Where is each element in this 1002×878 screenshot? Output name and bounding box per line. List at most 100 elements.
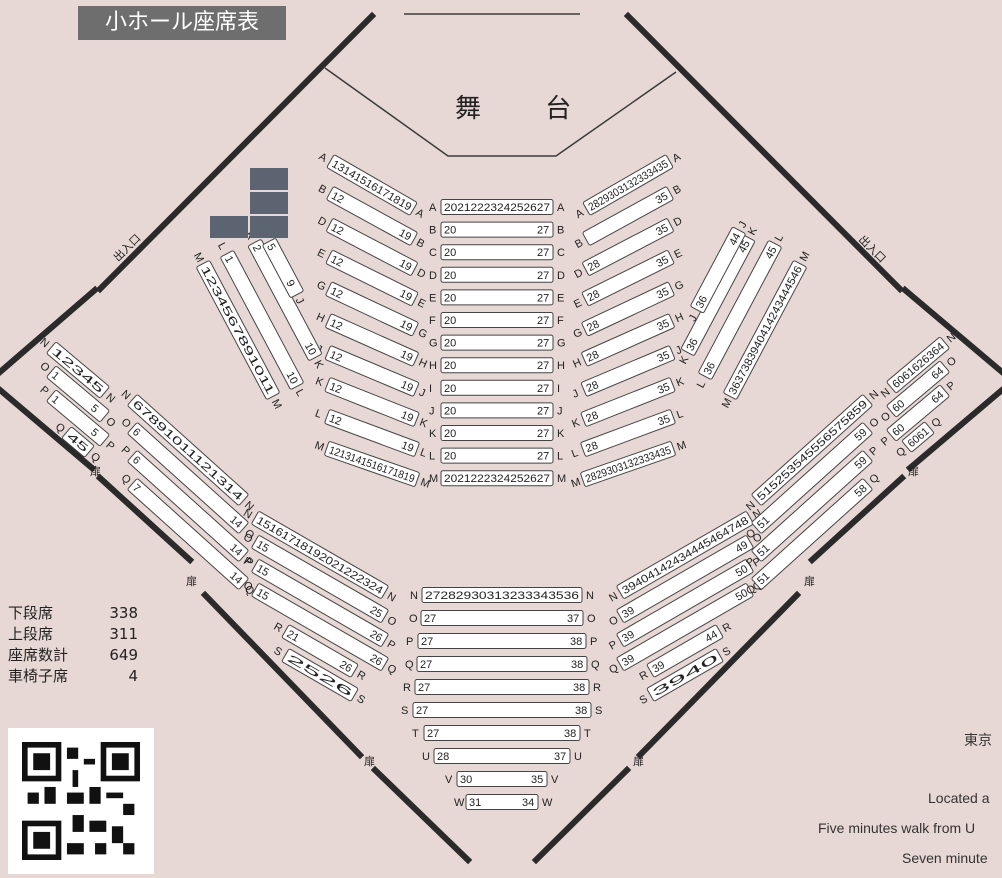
seat-row-block[interactable] bbox=[325, 313, 419, 367]
seat-row-block[interactable] bbox=[220, 250, 304, 390]
seat-row-block[interactable] bbox=[581, 281, 675, 337]
seat-row-block[interactable] bbox=[440, 379, 554, 396]
seat-row-block[interactable] bbox=[440, 470, 554, 487]
seat-row-block[interactable] bbox=[251, 559, 389, 647]
seat-row-block[interactable] bbox=[751, 394, 873, 506]
seat-row-block[interactable] bbox=[580, 377, 676, 427]
seat-row-block[interactable] bbox=[127, 450, 249, 562]
seat-row-block[interactable] bbox=[46, 390, 110, 446]
seat-row-block[interactable] bbox=[127, 478, 249, 590]
seat-row-block[interactable] bbox=[751, 422, 873, 534]
seat-row-block[interactable] bbox=[412, 702, 592, 718]
seat-row-block[interactable] bbox=[440, 402, 554, 419]
seat-row-block[interactable] bbox=[580, 441, 676, 487]
seat-row-block[interactable] bbox=[262, 238, 304, 298]
seat-row-block[interactable] bbox=[646, 624, 724, 678]
seat-row-block[interactable] bbox=[420, 610, 584, 626]
seat-row-block[interactable] bbox=[326, 186, 418, 246]
seat-row-block[interactable] bbox=[580, 345, 676, 397]
seat-row-block[interactable] bbox=[325, 281, 419, 337]
seat-row-block[interactable] bbox=[433, 748, 571, 764]
seat-row-block[interactable] bbox=[440, 266, 554, 283]
seat-row-block[interactable] bbox=[456, 771, 548, 787]
seat-row-block[interactable] bbox=[324, 377, 420, 427]
seat-row-block[interactable] bbox=[616, 511, 754, 599]
seat-row-block[interactable] bbox=[581, 313, 675, 367]
seat-row-block[interactable] bbox=[616, 535, 754, 623]
seat-row-block[interactable] bbox=[326, 154, 418, 216]
seat-row-block[interactable] bbox=[582, 186, 674, 246]
seat-row-block[interactable] bbox=[324, 345, 420, 397]
seat-row-block[interactable] bbox=[281, 624, 359, 678]
lower-right-mid-row-Q[interactable]: QQ3950 bbox=[606, 577, 765, 677]
seat-row-block[interactable] bbox=[886, 385, 950, 441]
seat-row-block[interactable] bbox=[62, 426, 95, 458]
seat-row-block[interactable] bbox=[616, 583, 754, 671]
seat-row-block[interactable] bbox=[581, 250, 675, 306]
qr-code[interactable] bbox=[8, 728, 154, 874]
seat-row-block[interactable] bbox=[751, 450, 873, 562]
seat-row-block[interactable] bbox=[325, 250, 419, 306]
seat-row-block[interactable] bbox=[440, 244, 554, 261]
seat-row-block[interactable] bbox=[616, 559, 754, 647]
seat-row-block[interactable] bbox=[440, 425, 554, 441]
seat-row-block[interactable] bbox=[251, 583, 389, 671]
seat-row-block[interactable] bbox=[251, 511, 389, 599]
seat-row-block[interactable] bbox=[127, 422, 249, 534]
seat-row-block[interactable] bbox=[440, 199, 554, 215]
seat-row-block[interactable] bbox=[580, 409, 676, 457]
seat-row-block[interactable] bbox=[582, 218, 674, 276]
seat-row-block[interactable] bbox=[723, 260, 807, 400]
seat-row-block[interactable] bbox=[416, 656, 588, 672]
seat-row-block[interactable] bbox=[421, 587, 583, 603]
seat-row-block[interactable] bbox=[440, 447, 554, 464]
seat-row-block[interactable] bbox=[324, 409, 420, 457]
seat-row-block[interactable] bbox=[423, 725, 581, 741]
seat-row-block[interactable] bbox=[886, 337, 950, 393]
seat-row-block[interactable] bbox=[414, 679, 590, 695]
seat-row-block[interactable] bbox=[326, 218, 418, 276]
seat-row-block[interactable] bbox=[440, 221, 554, 238]
seat-row-block[interactable] bbox=[690, 226, 746, 314]
seat-row-block[interactable] bbox=[698, 240, 782, 380]
seat-row-block[interactable] bbox=[886, 361, 950, 417]
